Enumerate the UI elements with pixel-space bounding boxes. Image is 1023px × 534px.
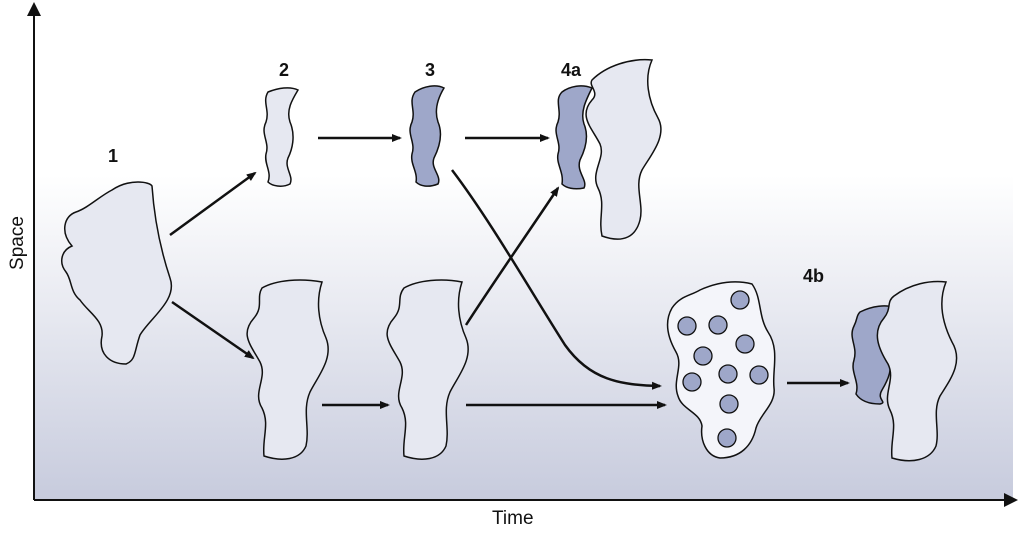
cell-stage-3 (409, 85, 446, 187)
cell-lower-2 (386, 279, 469, 460)
cell-stage-1 (61, 181, 173, 365)
cell-stage-4a-light (585, 58, 662, 240)
y-axis-arrowhead (27, 2, 41, 16)
axes (27, 2, 1018, 507)
dot (730, 290, 750, 310)
dot (719, 394, 739, 414)
dot (677, 316, 697, 336)
x-axis-label: Time (492, 508, 534, 529)
x-axis-arrowhead (1004, 493, 1018, 507)
cell-stage-2 (263, 87, 300, 187)
arrow-lower-2-to-4a (464, 186, 560, 326)
arrow-1-to-lower (171, 300, 255, 360)
dot (693, 346, 713, 366)
stage-label-4a: 4a (561, 60, 582, 80)
vesicle-dots (677, 290, 769, 448)
arrow-3-to-4b (451, 169, 662, 390)
arrow-1-to-2 (169, 171, 257, 237)
cell-stage-4b-light (876, 280, 958, 462)
stage-label-2: 2 (279, 60, 290, 80)
stage-label-1: 1 (108, 146, 119, 166)
cell-lower-1 (246, 279, 329, 460)
y-axis-label: Space (7, 216, 28, 270)
plot-background (33, 0, 1013, 500)
stage-label-3: 3 (425, 60, 436, 80)
dot (735, 334, 755, 354)
dot (718, 364, 738, 384)
dot (708, 315, 728, 335)
dot (749, 365, 769, 385)
cell-stage-4a-dark (555, 85, 594, 190)
arrows (169, 134, 850, 409)
stage-label-4b: 4b (803, 266, 825, 286)
dot (682, 372, 702, 392)
dot (717, 428, 737, 448)
